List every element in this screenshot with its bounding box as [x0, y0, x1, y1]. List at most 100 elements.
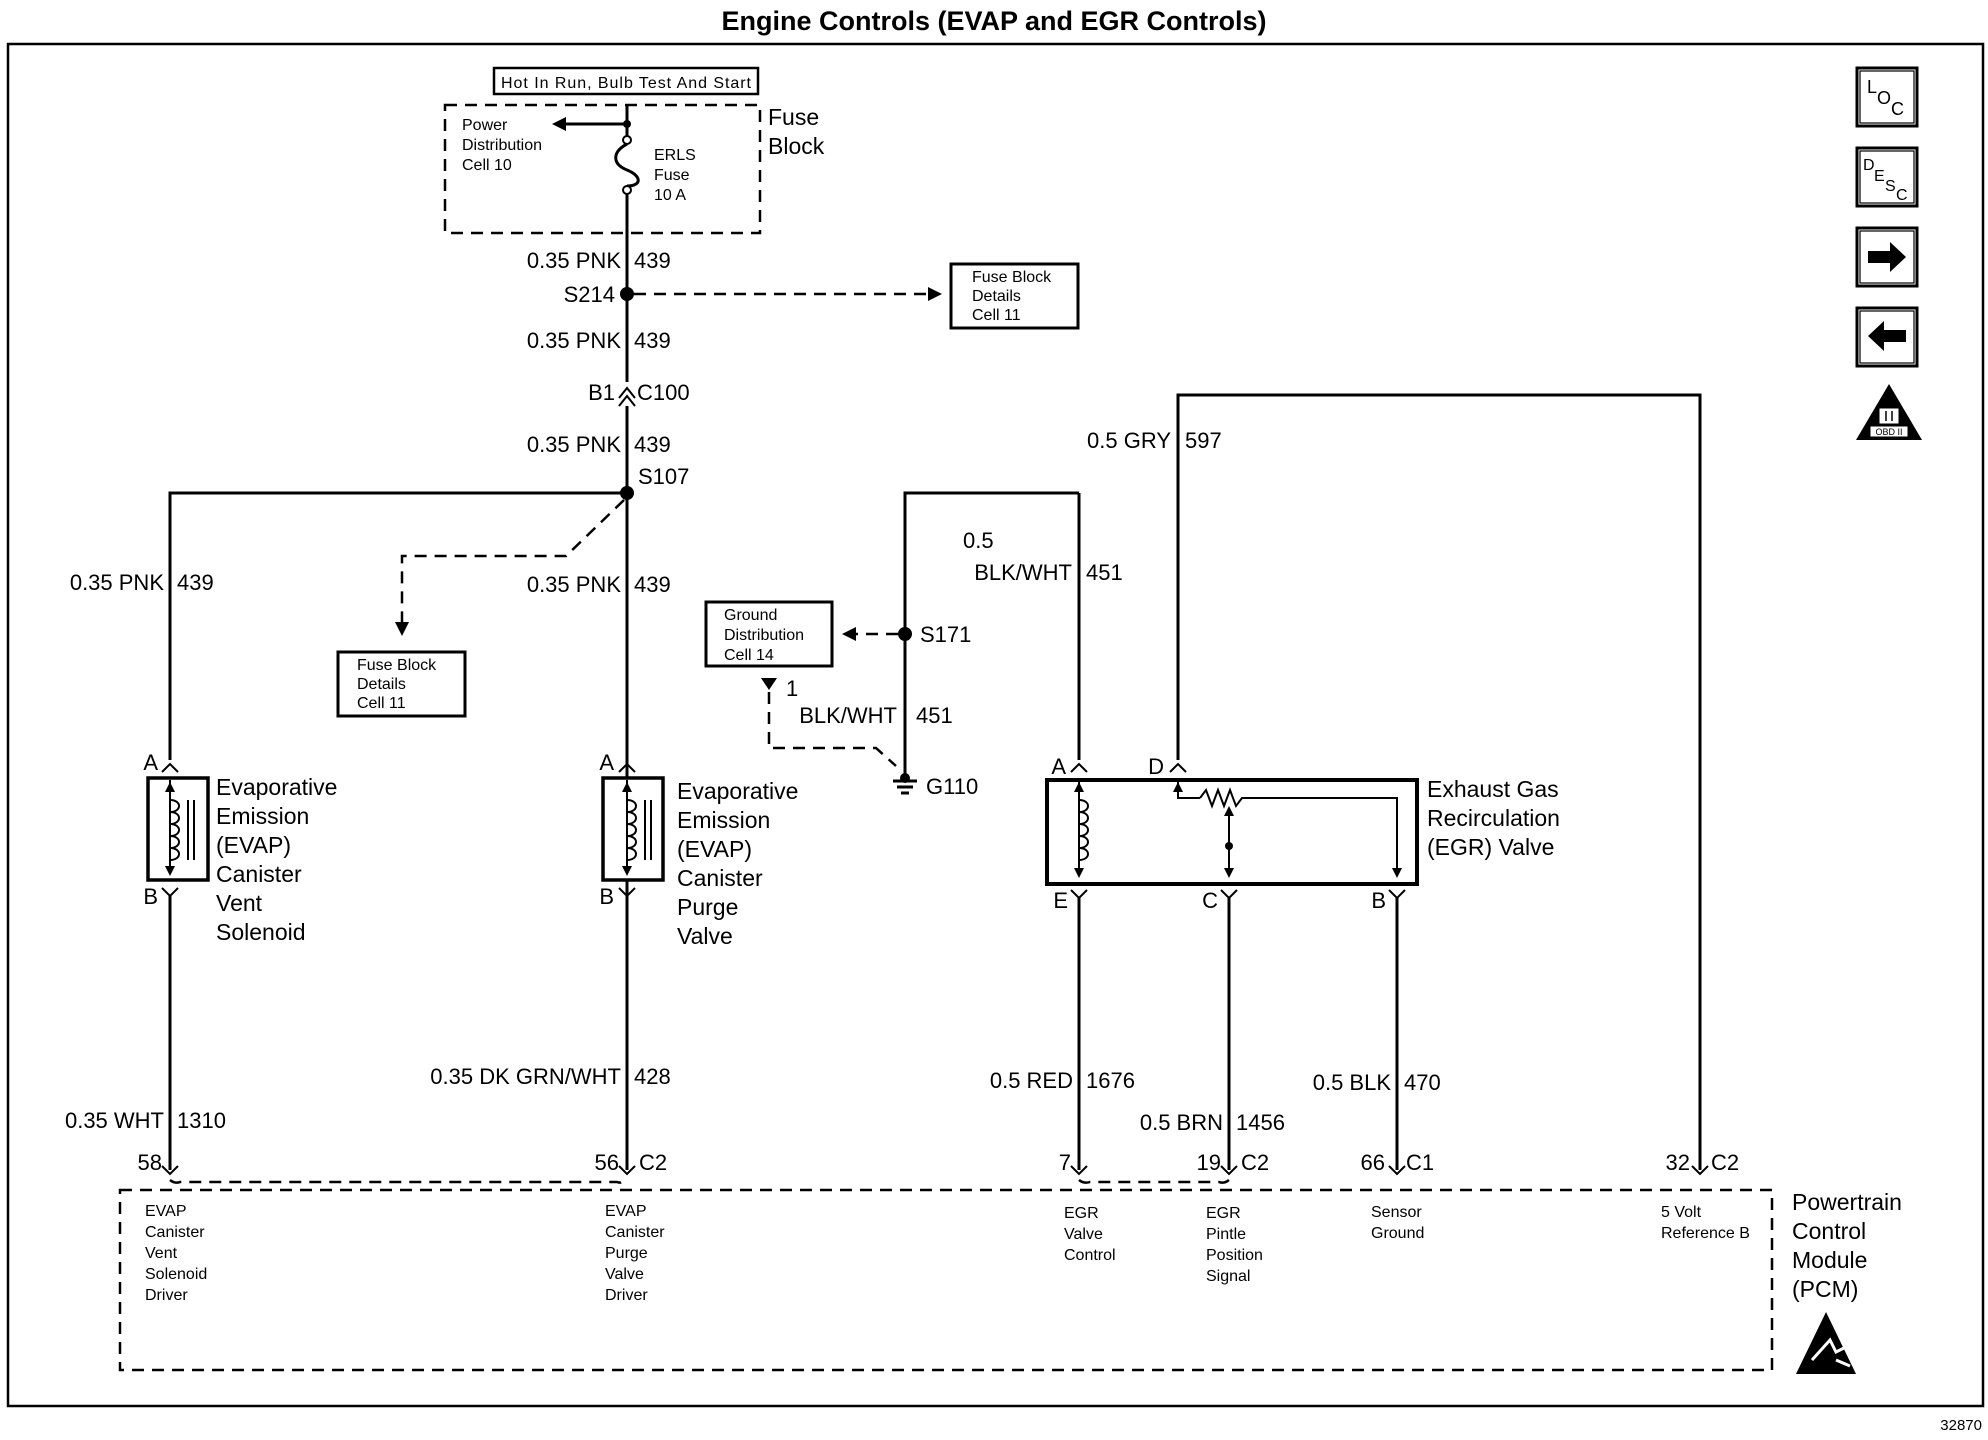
arrow-right-icon — [1868, 242, 1906, 272]
vent-solenoid-core-icon — [187, 800, 195, 860]
wire-451-circuit: 451 — [1086, 560, 1123, 585]
purge-valve-name-6: Valve — [677, 923, 733, 949]
vent-pin-b: B — [143, 884, 158, 909]
wire-439-left-gauge: 0.35 PNK — [70, 570, 164, 595]
wire-451-gauge-1: 0.5 — [963, 528, 994, 553]
egr-valve-name-1: Exhaust Gas — [1427, 776, 1559, 802]
fuse-details-left-2: Details — [357, 676, 406, 693]
pcm-connector-terminals — [161, 1165, 1709, 1176]
c100-connector-icon — [618, 386, 636, 399]
egr-valve-name-3: (EGR) Valve — [1427, 834, 1554, 860]
loc-button[interactable]: L O C — [1855, 66, 1919, 128]
svg-text:Vent: Vent — [145, 1245, 178, 1262]
obd-ii-button[interactable]: OBD II — [1856, 384, 1922, 440]
wire-470-gauge: 0.5 BLK — [1313, 1070, 1392, 1095]
doc-number: 32870 — [1940, 1417, 1982, 1434]
wire-439-left-circuit: 439 — [177, 570, 214, 595]
s107-ref-arrow-icon — [395, 622, 409, 636]
arrow-left-icon — [1868, 321, 1906, 351]
egr-pin-b: B — [1371, 888, 1386, 913]
splice-s107-label: S107 — [638, 464, 689, 489]
egr-pot-node — [1225, 842, 1233, 850]
splice-s214 — [620, 287, 634, 301]
pcm-connector-c2-left-link — [169, 1178, 628, 1184]
ground-g110-label: G110 — [926, 774, 978, 799]
pcm-desc-56: EVAP Canister Purge Valve Driver — [605, 1203, 665, 1304]
svg-text:Position: Position — [1206, 1247, 1263, 1264]
pcm-pin-58: 58 — [138, 1150, 162, 1175]
purge-valve-name-5: Purge — [677, 894, 738, 920]
c100-label: C100 — [637, 380, 690, 405]
vent-solenoid-coil-icon — [169, 799, 180, 861]
ground-dist-box[interactable] — [704, 600, 834, 668]
pcm-pin-7: 7 — [1059, 1150, 1071, 1175]
pcm-name-3: Module — [1792, 1247, 1867, 1273]
svg-text:E: E — [1874, 168, 1885, 185]
egr-pin-c-connector-icon — [1220, 889, 1238, 900]
egr-coil-icon — [1078, 799, 1089, 861]
fuse-details-left-1: Fuse Block — [357, 657, 437, 674]
fuse-details-top-1: Fuse Block — [972, 269, 1052, 286]
previous-page-button[interactable] — [1855, 306, 1919, 368]
svg-text:EVAP: EVAP — [605, 1203, 647, 1220]
vent-pin-b-connector-icon — [161, 887, 179, 898]
obd-ii-icon: OBD II — [1875, 427, 1902, 437]
pcm-pin-66-conn: C1 — [1406, 1150, 1434, 1175]
vent-solenoid-arrow-bottom-icon — [165, 866, 175, 876]
egr-pot-wiper-arrow-icon — [1224, 806, 1234, 816]
ground-pin-icon — [761, 678, 777, 690]
svg-text:EVAP: EVAP — [145, 1203, 187, 1220]
wire-439-circuit-b: 439 — [634, 328, 671, 353]
fuse-icon — [614, 142, 640, 188]
power-dist-3: Cell 10 — [462, 157, 512, 174]
vent-pin-a-connector-icon — [161, 762, 179, 773]
egr-pot-ground-arrow-icon — [1392, 868, 1402, 878]
wire-597-gauge: 0.5 GRY — [1087, 428, 1171, 453]
pcm-pin-32-conn: C2 — [1711, 1150, 1739, 1175]
fuse-rating: 10 A — [654, 187, 686, 204]
pcm-desc-7: EGR Valve Control — [1064, 1205, 1116, 1264]
fuse-details-left-box[interactable] — [336, 650, 467, 718]
vent-solenoid-name-5: Vent — [216, 890, 263, 916]
wire-439-left-branch — [168, 491, 627, 760]
egr-pin-e-connector-icon — [1070, 889, 1088, 900]
wire-451-gauge-2: BLK/WHT — [974, 560, 1072, 585]
desc-button[interactable]: D E S C — [1855, 146, 1919, 208]
wire-451-bot-gauge: BLK/WHT — [799, 703, 897, 728]
ground-dist-1: Ground — [724, 607, 777, 624]
vent-solenoid-name-3: (EVAP) — [216, 832, 291, 858]
next-page-button[interactable] — [1855, 226, 1919, 288]
fuse-details-top-box[interactable] — [949, 262, 1080, 330]
pcm-outline — [118, 1188, 1774, 1372]
purge-pin-b: B — [599, 884, 614, 909]
pcm-pin-56-conn: C2 — [639, 1150, 667, 1175]
fuse-label: Fuse — [654, 167, 690, 184]
pcm-desc-32: 5 Volt Reference B — [1661, 1204, 1750, 1242]
esd-warning-icon — [1796, 1312, 1856, 1374]
pcm-pin-66: 66 — [1361, 1150, 1385, 1175]
wire-1456-circuit: 1456 — [1236, 1110, 1285, 1135]
wire-451-bot-circuit: 451 — [916, 703, 953, 728]
vent-solenoid-arrow-top-icon — [165, 782, 175, 792]
egr-pin-d: D — [1148, 754, 1164, 779]
vent-solenoid-name-4: Canister — [216, 861, 302, 887]
wire-439-mid-gauge: 0.35 PNK — [527, 572, 621, 597]
egr-coil-arrow-bottom-icon — [1074, 868, 1084, 878]
power-dist-1: Power — [462, 117, 508, 134]
purge-valve-core-icon — [644, 800, 652, 860]
pcm-name-2: Control — [1792, 1218, 1866, 1244]
svg-text:S: S — [1885, 178, 1896, 195]
svg-text:Sensor: Sensor — [1371, 1204, 1422, 1221]
ground-dist-3: Cell 14 — [724, 647, 774, 664]
page-title: Engine Controls (EVAP and EGR Controls) — [721, 6, 1266, 36]
pcm-desc-19: EGR Pintle Position Signal — [1206, 1205, 1263, 1285]
hot-in-run-box — [492, 66, 760, 96]
purge-valve-coil-icon — [626, 799, 637, 861]
egr-pin-d-connector-icon — [1169, 762, 1187, 773]
svg-text:Canister: Canister — [145, 1224, 205, 1241]
power-dist-2: Distribution — [462, 137, 542, 154]
fuse-name: ERLS — [654, 147, 696, 164]
diagram-frame — [6, 42, 1985, 1408]
wire-451 — [903, 491, 1079, 780]
